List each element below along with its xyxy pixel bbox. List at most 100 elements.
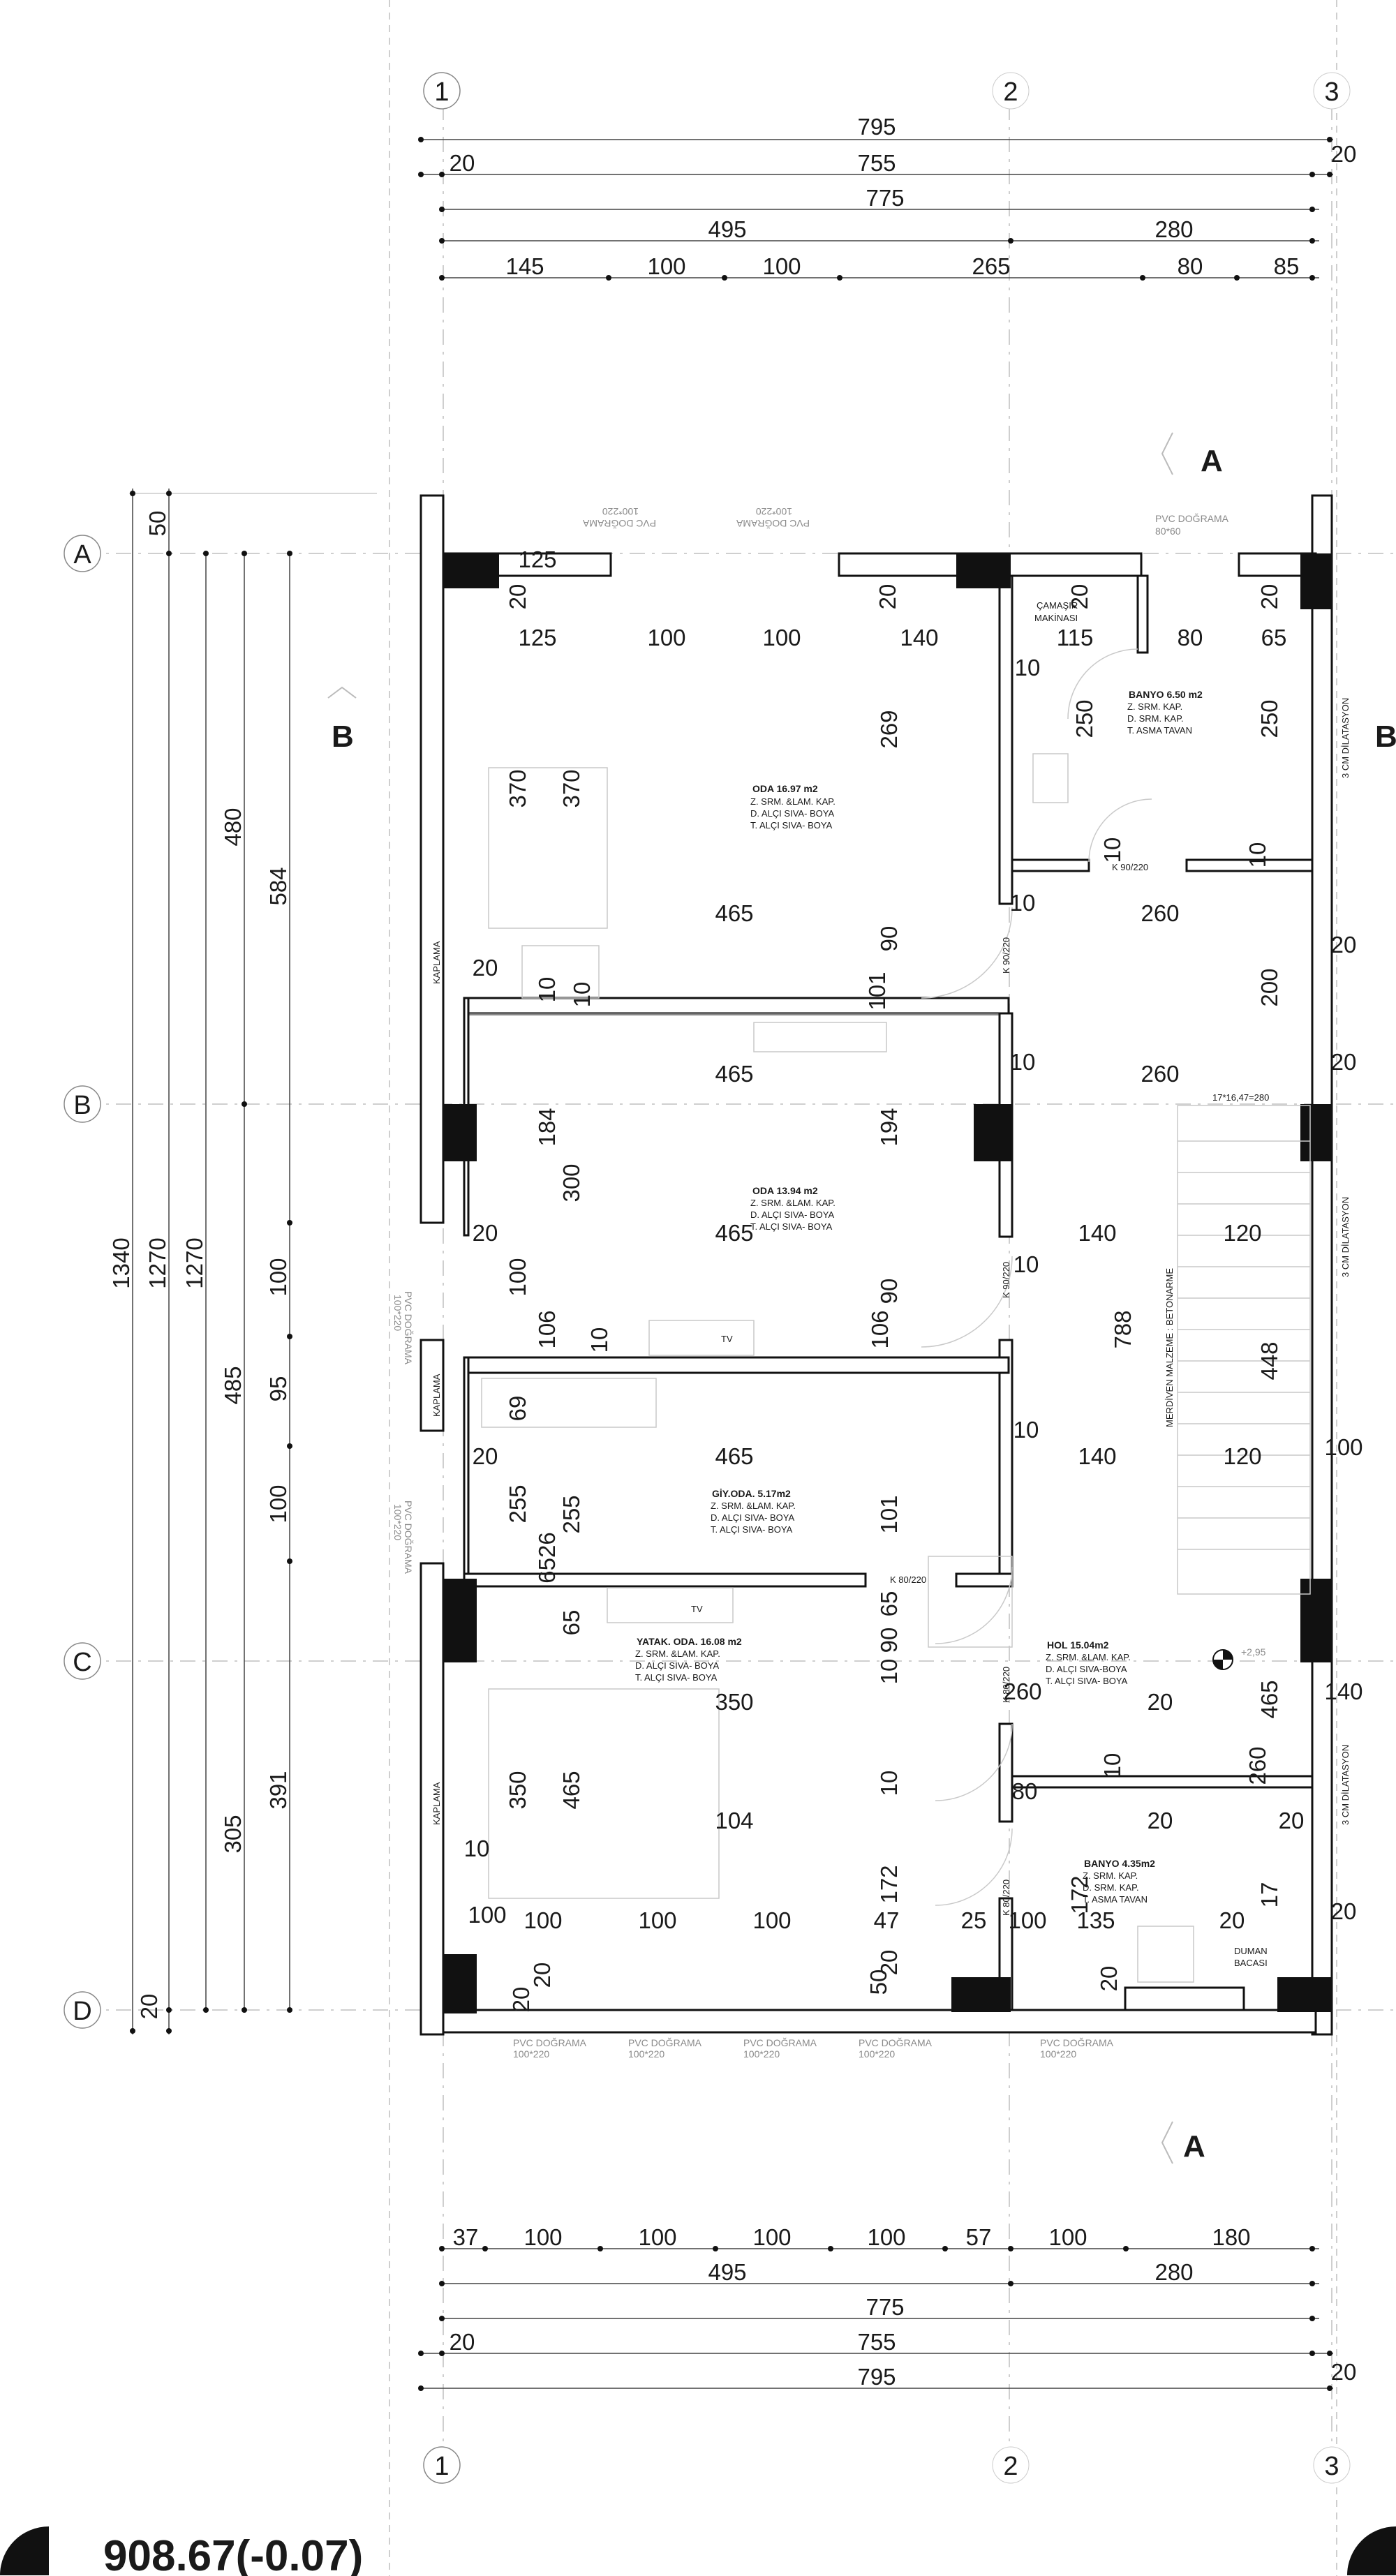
dim-text: 140: [1078, 1220, 1116, 1246]
dim-text: 172: [1067, 1875, 1092, 1914]
dim-text: 180: [1212, 2224, 1250, 2250]
dim-text: 120: [1223, 1443, 1261, 1469]
svg-text:D. SRM. KAP.: D. SRM. KAP.: [1127, 713, 1184, 724]
section-mark-a-bottom: A: [1161, 2121, 1205, 2164]
pvc-label: PVC DOĞRAMA: [736, 518, 810, 529]
svg-text:ODA 16.97 m2: ODA 16.97 m2: [752, 783, 818, 794]
grid-bubble-C: C: [64, 1642, 101, 1680]
dim-text: 90: [876, 1628, 902, 1653]
duman-label: BACASI: [1234, 1958, 1268, 1968]
wall-bath2-top: [1011, 1775, 1314, 1789]
svg-text:Z. SRM. &LAM. KAP.: Z. SRM. &LAM. KAP.: [1046, 1652, 1131, 1662]
dim-text: 485: [220, 1366, 246, 1404]
dim-text: 465: [1256, 1680, 1282, 1718]
dilatasyon-label: 3 CM DİLATASYON: [1340, 1745, 1351, 1825]
svg-text:HOL 15.04m2: HOL 15.04m2: [1047, 1639, 1109, 1651]
pvc-size: 80*60: [1155, 526, 1181, 537]
dim-text: 280: [1154, 216, 1193, 242]
dim-text: 17: [1256, 1882, 1282, 1908]
room-label-oda-1: ODA 16.97 m2 Z. SRM. &LAM. KAP. D. ALÇI …: [750, 783, 836, 831]
wall-central-3: [998, 1339, 1013, 1579]
dim-text: 260: [1141, 900, 1179, 926]
dim-text: 775: [866, 2294, 904, 2320]
dim-text: 47: [874, 1907, 900, 1933]
grid-label: 3: [1324, 2452, 1339, 2481]
wall-right: [1311, 494, 1333, 2036]
pvc-size: 100*220: [859, 2048, 895, 2060]
dim-text: 80: [1178, 253, 1203, 279]
pvc-size: 100*220: [756, 506, 792, 517]
grid-label: 1: [434, 77, 449, 107]
dim-text: 100: [1324, 1434, 1362, 1460]
dim-text: 20: [508, 1987, 534, 2013]
dim-text: 465: [715, 1220, 753, 1246]
washer-label: MAKİNASI: [1034, 613, 1078, 623]
duman-label: DUMAN: [1234, 1946, 1268, 1956]
dim-text: 100: [762, 253, 801, 279]
grid-bubble-1-bottom: 1: [423, 2446, 461, 2484]
svg-text:BANYO 6.50 m2: BANYO 6.50 m2: [1129, 689, 1203, 700]
dim-text: 755: [857, 2329, 896, 2355]
dim-text: 80: [1012, 1778, 1038, 1804]
door-label: K 80/220: [1001, 1667, 1011, 1703]
wall-closet-top: [463, 1356, 1010, 1374]
svg-text:B: B: [1375, 720, 1396, 754]
dim-text: 65: [876, 1591, 902, 1617]
grid-label: 1: [434, 2452, 449, 2481]
grid-bubble-A: A: [64, 535, 101, 572]
svg-text:D. ALÇI SIVA- BOYA: D. ALÇI SIVA- BOYA: [635, 1660, 719, 1671]
dim-text: 20: [505, 584, 530, 610]
dim-text: 788: [1110, 1310, 1136, 1348]
svg-text:T. ALÇI SIVA- BOYA: T. ALÇI SIVA- BOYA: [750, 1221, 833, 1232]
bottom-dimensions: 37 100 100 100 100 57 100 180 495 280 77…: [418, 2224, 1356, 2391]
dim-text: 20: [1331, 932, 1357, 958]
wall-closet-bottom: [463, 1572, 867, 1588]
svg-text:D. ALÇI SIVA- BOYA: D. ALÇI SIVA- BOYA: [711, 1512, 794, 1523]
pvc-size: 100*220: [1040, 2048, 1076, 2060]
dim-text: 20: [473, 1443, 498, 1469]
pvc-size: 100*220: [628, 2048, 664, 2060]
dim-text: 300: [558, 1163, 584, 1202]
svg-text:T. ASMA TAVAN: T. ASMA TAVAN: [1083, 1894, 1148, 1905]
top-dimensions: 795 20 755 20 775 495 280 145 100 100 26…: [418, 114, 1356, 281]
dim-text: 65: [1261, 625, 1287, 650]
dim-text: 370: [505, 769, 530, 807]
dim-text: 20: [876, 1950, 902, 1976]
grid-bubble-2-top: 2: [992, 72, 1030, 110]
dim-text: 20: [1256, 584, 1282, 610]
room-labels: ODA 16.97 m2 Z. SRM. &LAM. KAP. D. ALÇI …: [635, 689, 1203, 1905]
room-label-yatak: YATAK. ODA. 16.08 m2 Z. SRM. &LAM. KAP. …: [635, 1636, 742, 1683]
section-mark-a-top: A: [1161, 432, 1223, 478]
pvc-label: PVC DOĞRAMA: [403, 1291, 414, 1365]
pvc-size: 100*220: [392, 1295, 403, 1331]
dim-text: 50: [866, 1970, 891, 1995]
dim-text: 140: [1078, 1443, 1116, 1469]
section-mark-b-right: B: [1375, 720, 1396, 754]
dim-text: 100: [265, 1258, 291, 1296]
grid-bubble-1-top: 1: [423, 72, 461, 110]
wall-left-upper: [419, 494, 445, 1224]
svg-text:Z. SRM. &LAM. KAP.: Z. SRM. &LAM. KAP.: [711, 1501, 796, 1511]
dim-text: 100: [867, 2224, 905, 2250]
svg-text:GİY.ODA. 5.17m2: GİY.ODA. 5.17m2: [712, 1488, 791, 1499]
dim-text: 20: [875, 584, 900, 610]
dim-text: 10: [876, 1659, 902, 1685]
svg-text:T. ASMA TAVAN: T. ASMA TAVAN: [1127, 725, 1192, 736]
dim-text: 194: [876, 1108, 902, 1146]
grid-label: B: [73, 1091, 91, 1120]
svg-text:Z. SRM. &LAM. KAP.: Z. SRM. &LAM. KAP.: [635, 1648, 720, 1659]
svg-text:T. ALÇI SIVA- BOYA: T. ALÇI SIVA- BOYA: [1046, 1676, 1128, 1686]
grid-label: A: [73, 540, 91, 569]
door-label: K 80/220: [1001, 1879, 1011, 1916]
dim-text: 65: [558, 1610, 584, 1636]
wall-central-1: [998, 574, 1013, 905]
dim-text: 10: [534, 977, 560, 1003]
wall-bottom: [442, 2009, 1317, 2034]
dim-text: 10: [1099, 837, 1125, 863]
elevation-label: +2,95: [1241, 1646, 1266, 1658]
dim-text: 135: [1076, 1907, 1115, 1933]
dim-text: 391: [265, 1771, 291, 1809]
dim-text: 69: [505, 1396, 530, 1422]
dim-text: 184: [534, 1108, 560, 1146]
dim-text: 20: [450, 150, 475, 176]
